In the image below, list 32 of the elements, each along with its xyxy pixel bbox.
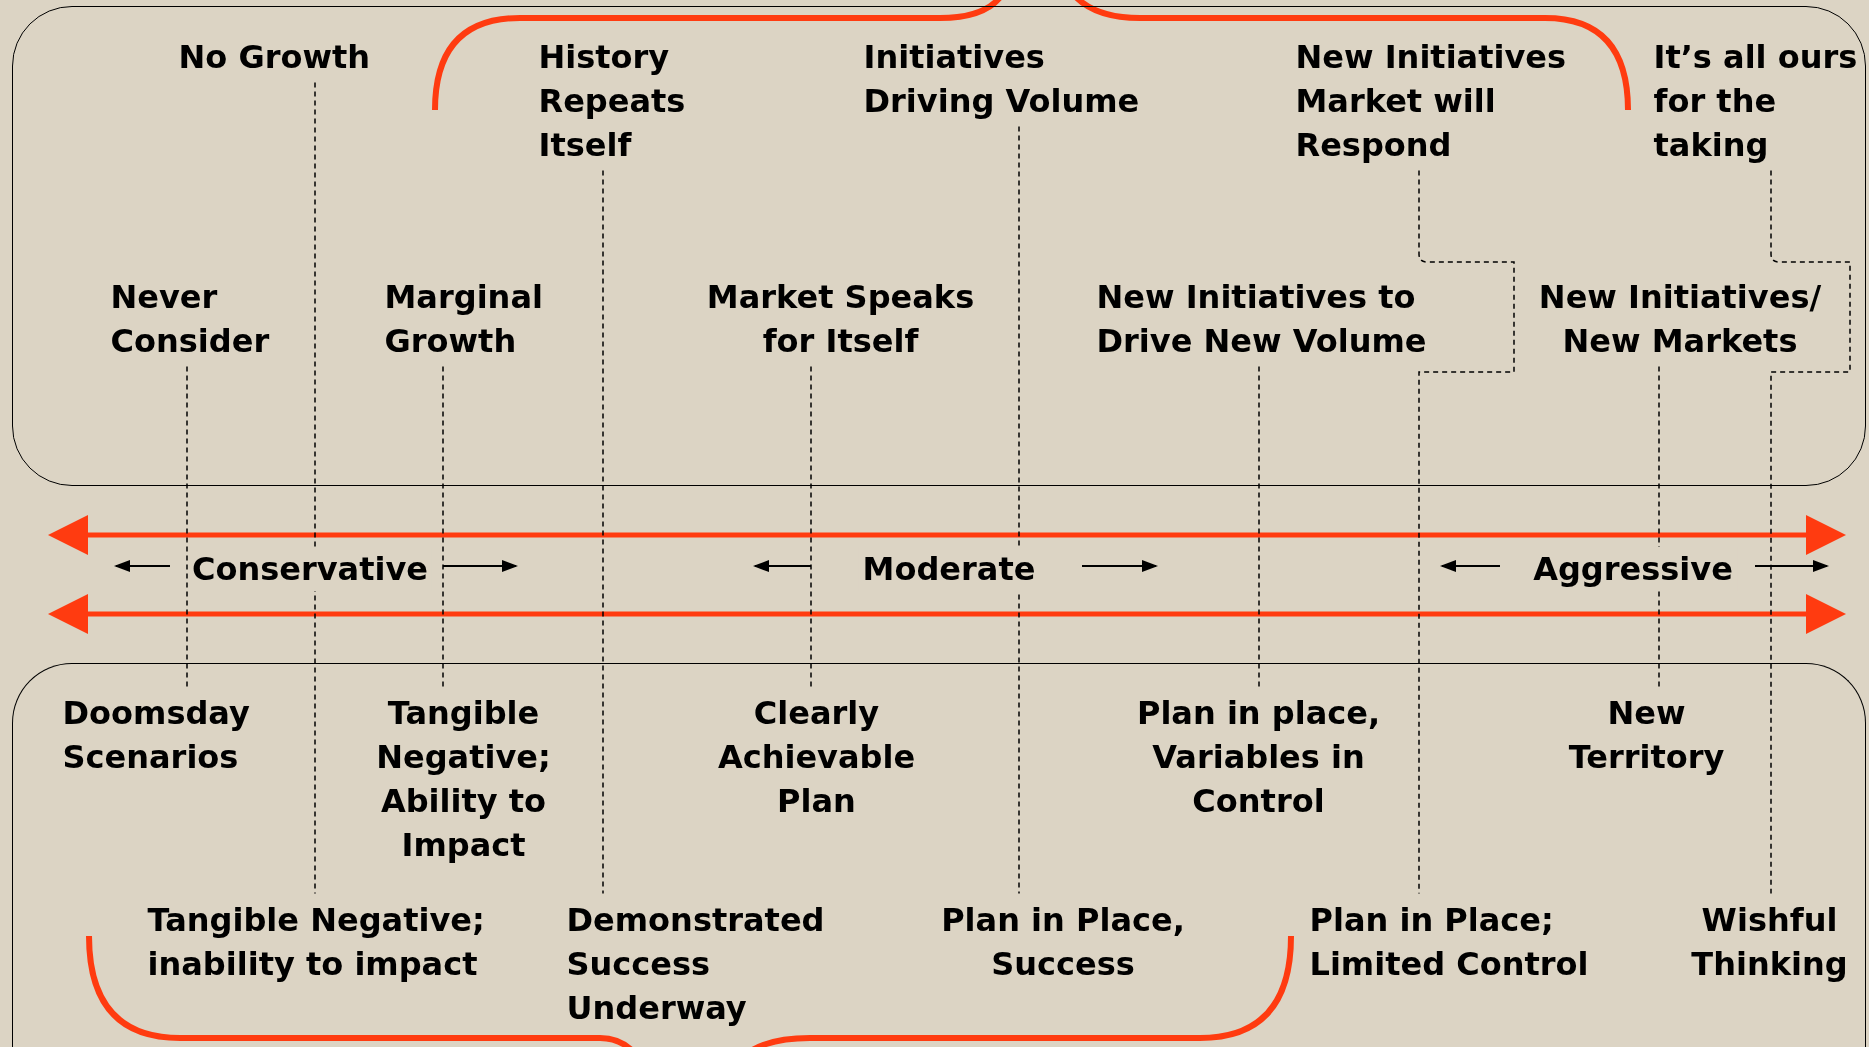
- panel: [12, 663, 1866, 1047]
- label-text: Plan in Place, Success: [920, 897, 1206, 986]
- label-text: Clearly Achievable Plan: [706, 690, 927, 823]
- label-text: Tangible Negative; Ability to Impact: [368, 690, 559, 867]
- label-text: Doomsday Scenarios: [62, 690, 273, 779]
- label-text: Demonstrated Success Underway: [566, 897, 842, 1030]
- label-text: New Initiatives to Drive New Volume: [1096, 274, 1507, 363]
- dashed-line: [1018, 125, 1020, 895]
- label-text: New Initiatives Market will Respond: [1295, 34, 1596, 167]
- label-text: Wishful Thinking: [1679, 897, 1860, 986]
- label-text: Market Speaks for Itself: [680, 274, 1001, 363]
- dashed-line: [442, 365, 444, 688]
- dashed-line: [1418, 169, 1515, 895]
- label-text: New Territory: [1556, 690, 1737, 779]
- label-text: Tangible Negative; inability to impact: [147, 897, 518, 986]
- label-text: No Growth: [178, 34, 399, 79]
- dashed-line: [810, 365, 812, 688]
- dashed-line: [186, 365, 188, 688]
- label-text: History Repeats Itself: [538, 34, 714, 167]
- label-text: Never Consider: [110, 274, 291, 363]
- dashed-line: [602, 169, 604, 895]
- label-text: It’s all ours for the taking: [1653, 34, 1859, 167]
- label-text: Plan in Place; Limited Control: [1309, 897, 1610, 986]
- dashed-line: [314, 81, 316, 895]
- label-text: Plan in place, Variables in Control: [1127, 690, 1390, 823]
- label-text: Initiatives Driving Volume: [863, 34, 1169, 123]
- dashed-line: [1770, 169, 1851, 895]
- label-text: New Initiatives/ New Markets: [1522, 274, 1838, 363]
- dashed-line: [1258, 365, 1260, 688]
- panel: [12, 6, 1866, 486]
- dashed-line: [1658, 365, 1660, 688]
- label-text: Marginal Growth: [384, 274, 565, 363]
